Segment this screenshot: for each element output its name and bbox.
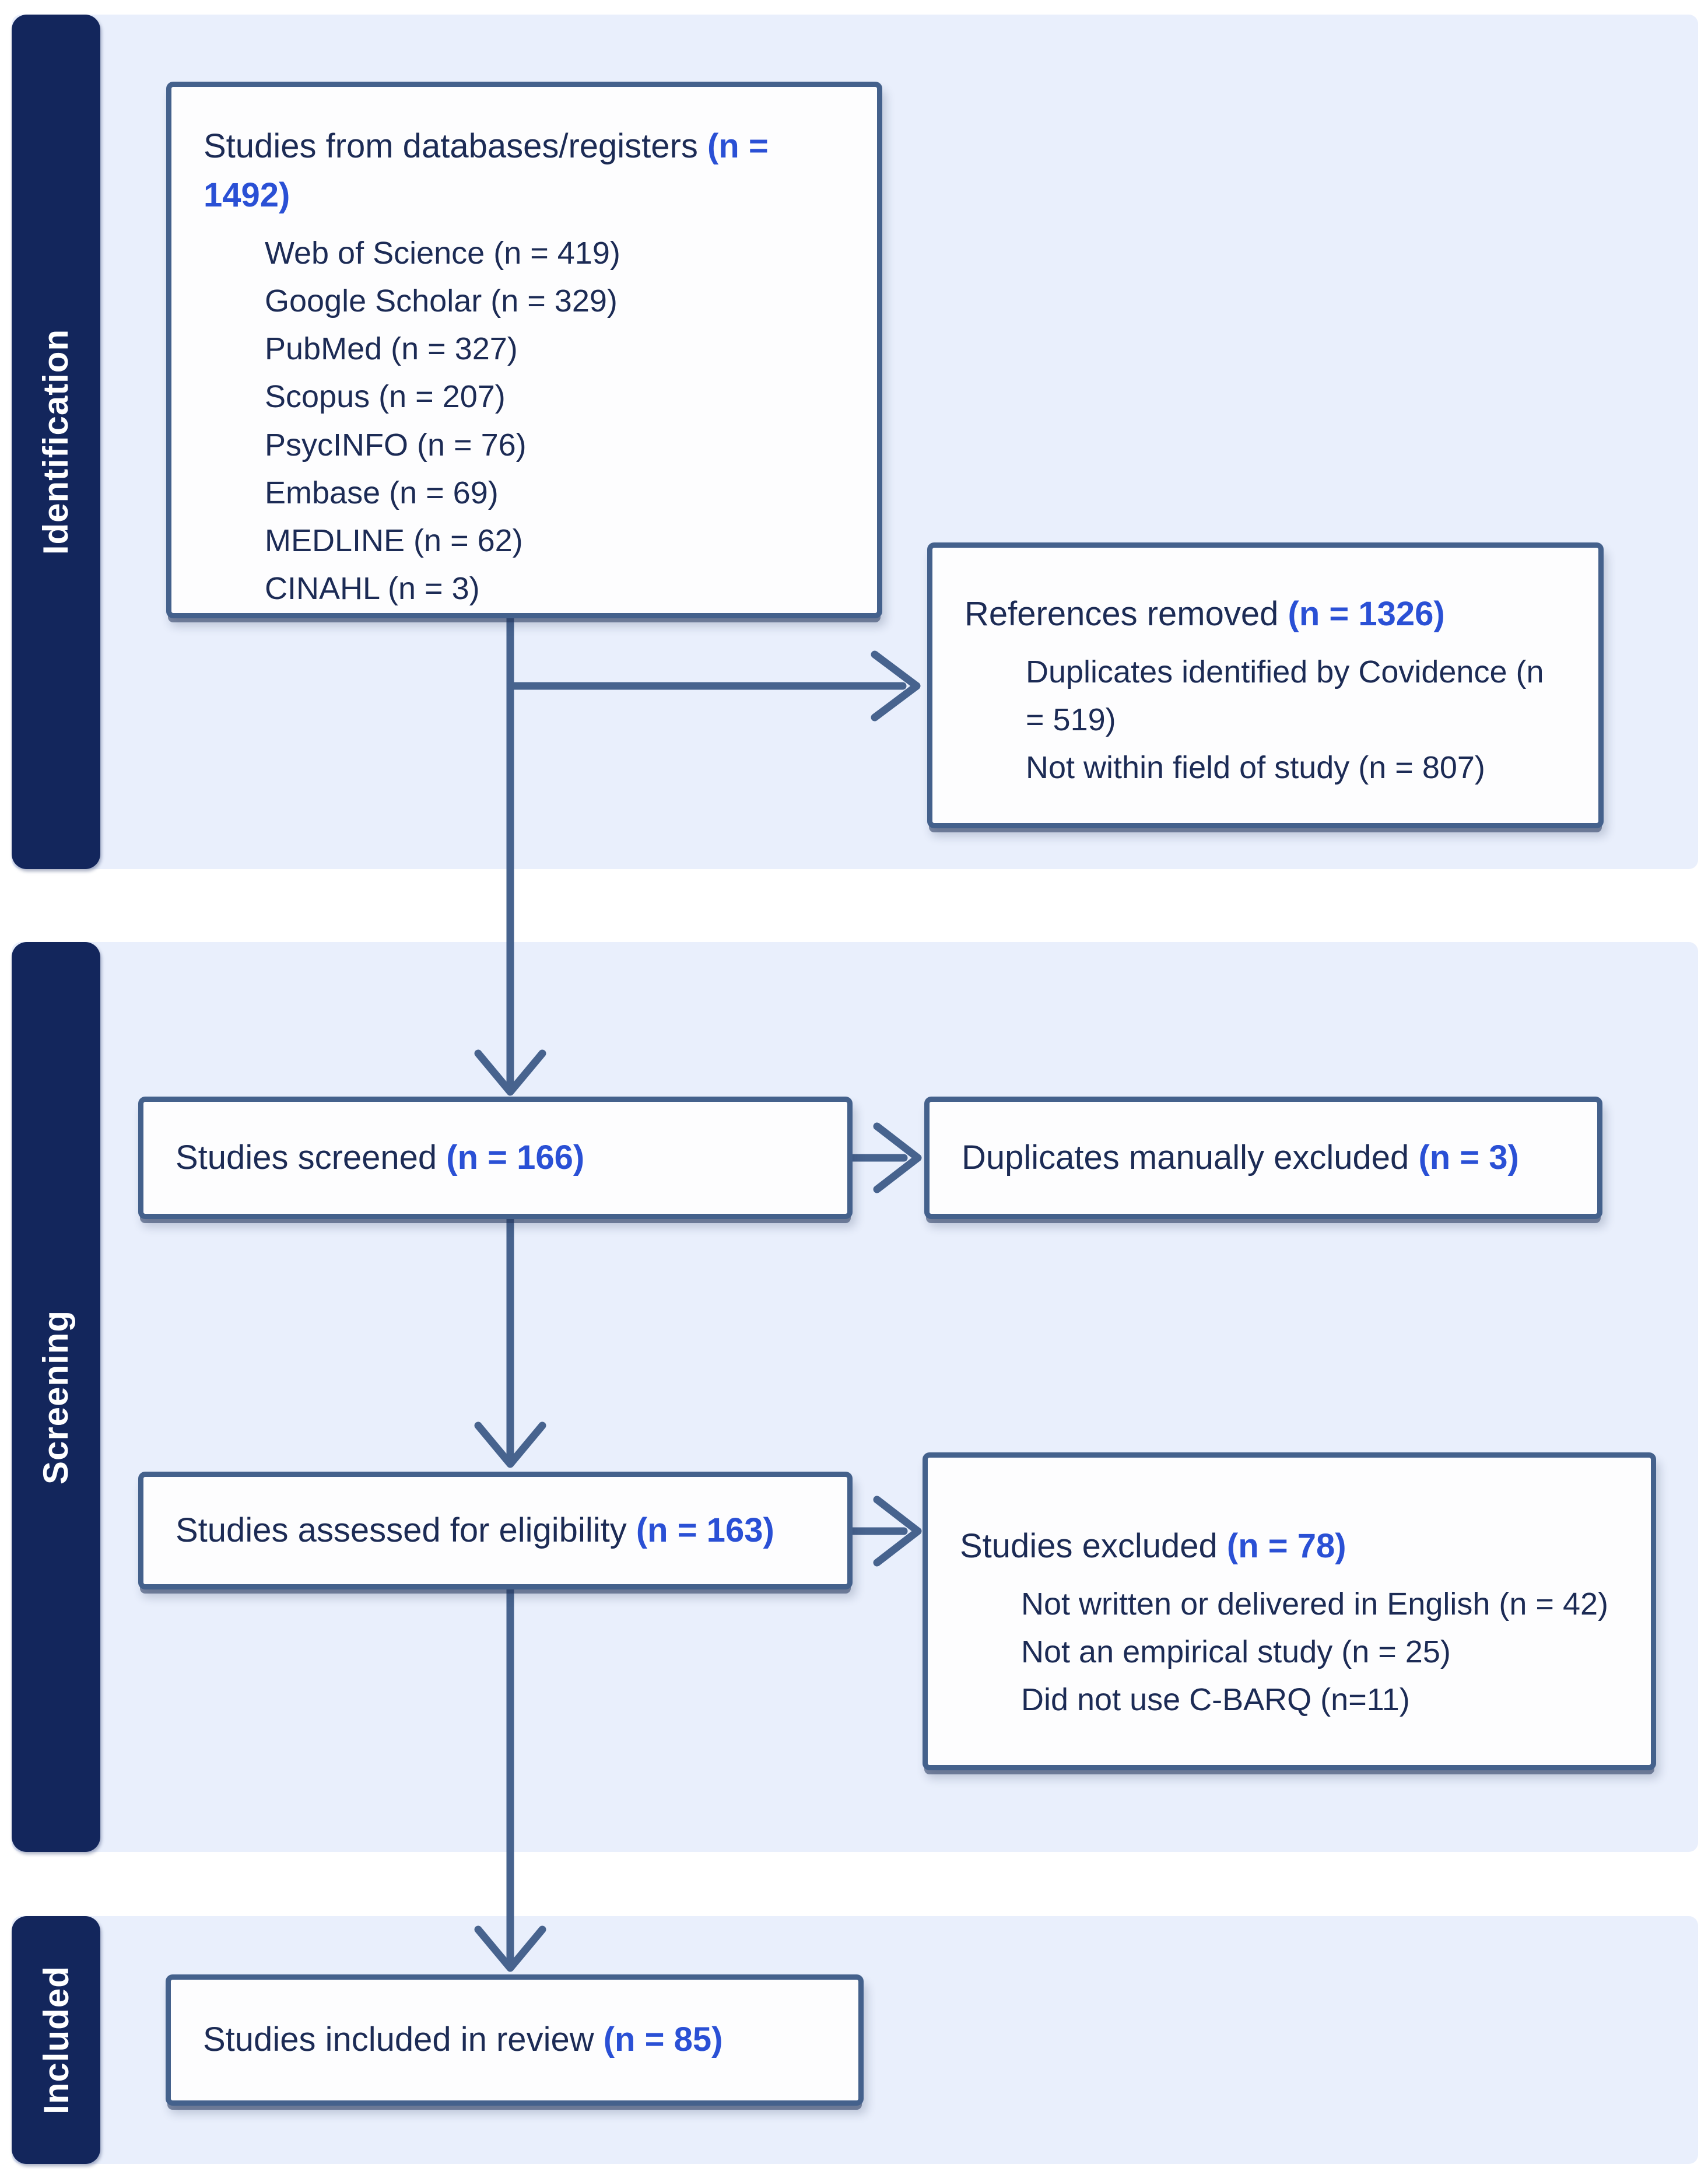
studies-excluded-item: Did not use C-BARQ (n=11) (1021, 1682, 1410, 1718)
references-removed-item: Duplicates identified by Covidence (n = … (1026, 654, 1544, 738)
box-references-removed-title: References removed (n = 1326) (965, 590, 1575, 639)
database-source-item: Embase (n = 69) (265, 475, 499, 510)
screening-stage-bar: Screening (12, 942, 100, 1852)
box-studies-screened-title: Studies screened (n = 166) (176, 1133, 584, 1182)
database-source-list: Web of Science (n = 419) Google Scholar … (204, 229, 790, 612)
identification-stage-bar: Identification (12, 15, 100, 869)
box-duplicates-manually-excluded-title: Duplicates manually excluded (n = 3) (962, 1133, 1519, 1182)
box-studies-from-databases: Studies from databases/registers (n = 14… (166, 82, 882, 618)
included-stage-label: Included (36, 1966, 76, 2114)
duplicates-manually-excluded-text: Duplicates manually excluded (962, 1138, 1409, 1176)
studies-screened-count: (n = 166) (446, 1138, 585, 1176)
studies-from-databases-count: (n = 1492) (204, 127, 769, 215)
box-duplicates-manually-excluded: Duplicates manually excluded (n = 3) (924, 1097, 1602, 1219)
identification-stage-label: Identification (36, 328, 76, 555)
references-removed-list: Duplicates identified by Covidence (n = … (965, 648, 1575, 792)
database-source-item: PubMed (n = 327) (265, 331, 518, 367)
box-studies-screened: Studies screened (n = 166) (138, 1097, 853, 1219)
studies-assessed-text: Studies assessed for eligibility (176, 1511, 627, 1549)
database-source-item: Web of Science (n = 419) (265, 236, 620, 271)
screening-stage-label: Screening (36, 1309, 76, 1484)
studies-excluded-text: Studies excluded (960, 1527, 1218, 1565)
box-studies-excluded: Studies excluded (n = 78) Not written or… (923, 1452, 1656, 1770)
studies-excluded-count: (n = 78) (1226, 1527, 1346, 1565)
database-source-item: Scopus (n = 207) (265, 379, 506, 415)
included-stage-bar: Included (12, 1916, 100, 2164)
studies-excluded-item: Not an empirical study (n = 25) (1021, 1634, 1451, 1670)
duplicates-manually-excluded-count: (n = 3) (1418, 1138, 1519, 1176)
studies-excluded-list: Not written or delivered in English (n =… (960, 1580, 1628, 1724)
database-source-item: PsycINFO (n = 76) (265, 427, 527, 463)
box-studies-included-title: Studies included in review (n = 85) (203, 2015, 723, 2064)
studies-included-text: Studies included in review (203, 2021, 594, 2059)
studies-excluded-item: Not written or delivered in English (n =… (1021, 1587, 1608, 1622)
studies-included-count: (n = 85) (603, 2021, 723, 2059)
database-source-item: Google Scholar (n = 329) (265, 283, 618, 319)
references-removed-count: (n = 1326) (1288, 595, 1445, 633)
box-studies-assessed-title: Studies assessed for eligibility (n = 16… (176, 1506, 774, 1555)
box-studies-included: Studies included in review (n = 85) (166, 1974, 864, 2106)
database-source-item: MEDLINE (n = 62) (265, 523, 523, 558)
references-removed-item: Not within field of study (n = 807) (1026, 750, 1485, 786)
box-studies-assessed: Studies assessed for eligibility (n = 16… (138, 1472, 853, 1589)
box-references-removed: References removed (n = 1326) Duplicates… (927, 542, 1604, 828)
studies-screened-text: Studies screened (176, 1138, 437, 1176)
database-source-item: CINAHL (n = 3) (265, 570, 480, 606)
references-removed-text: References removed (965, 595, 1279, 633)
studies-from-databases-text: Studies from databases/registers (204, 127, 698, 165)
box-studies-excluded-title: Studies excluded (n = 78) (960, 1522, 1628, 1571)
box-studies-from-databases-title: Studies from databases/registers (n = 14… (204, 122, 790, 220)
studies-assessed-count: (n = 163) (636, 1511, 774, 1549)
